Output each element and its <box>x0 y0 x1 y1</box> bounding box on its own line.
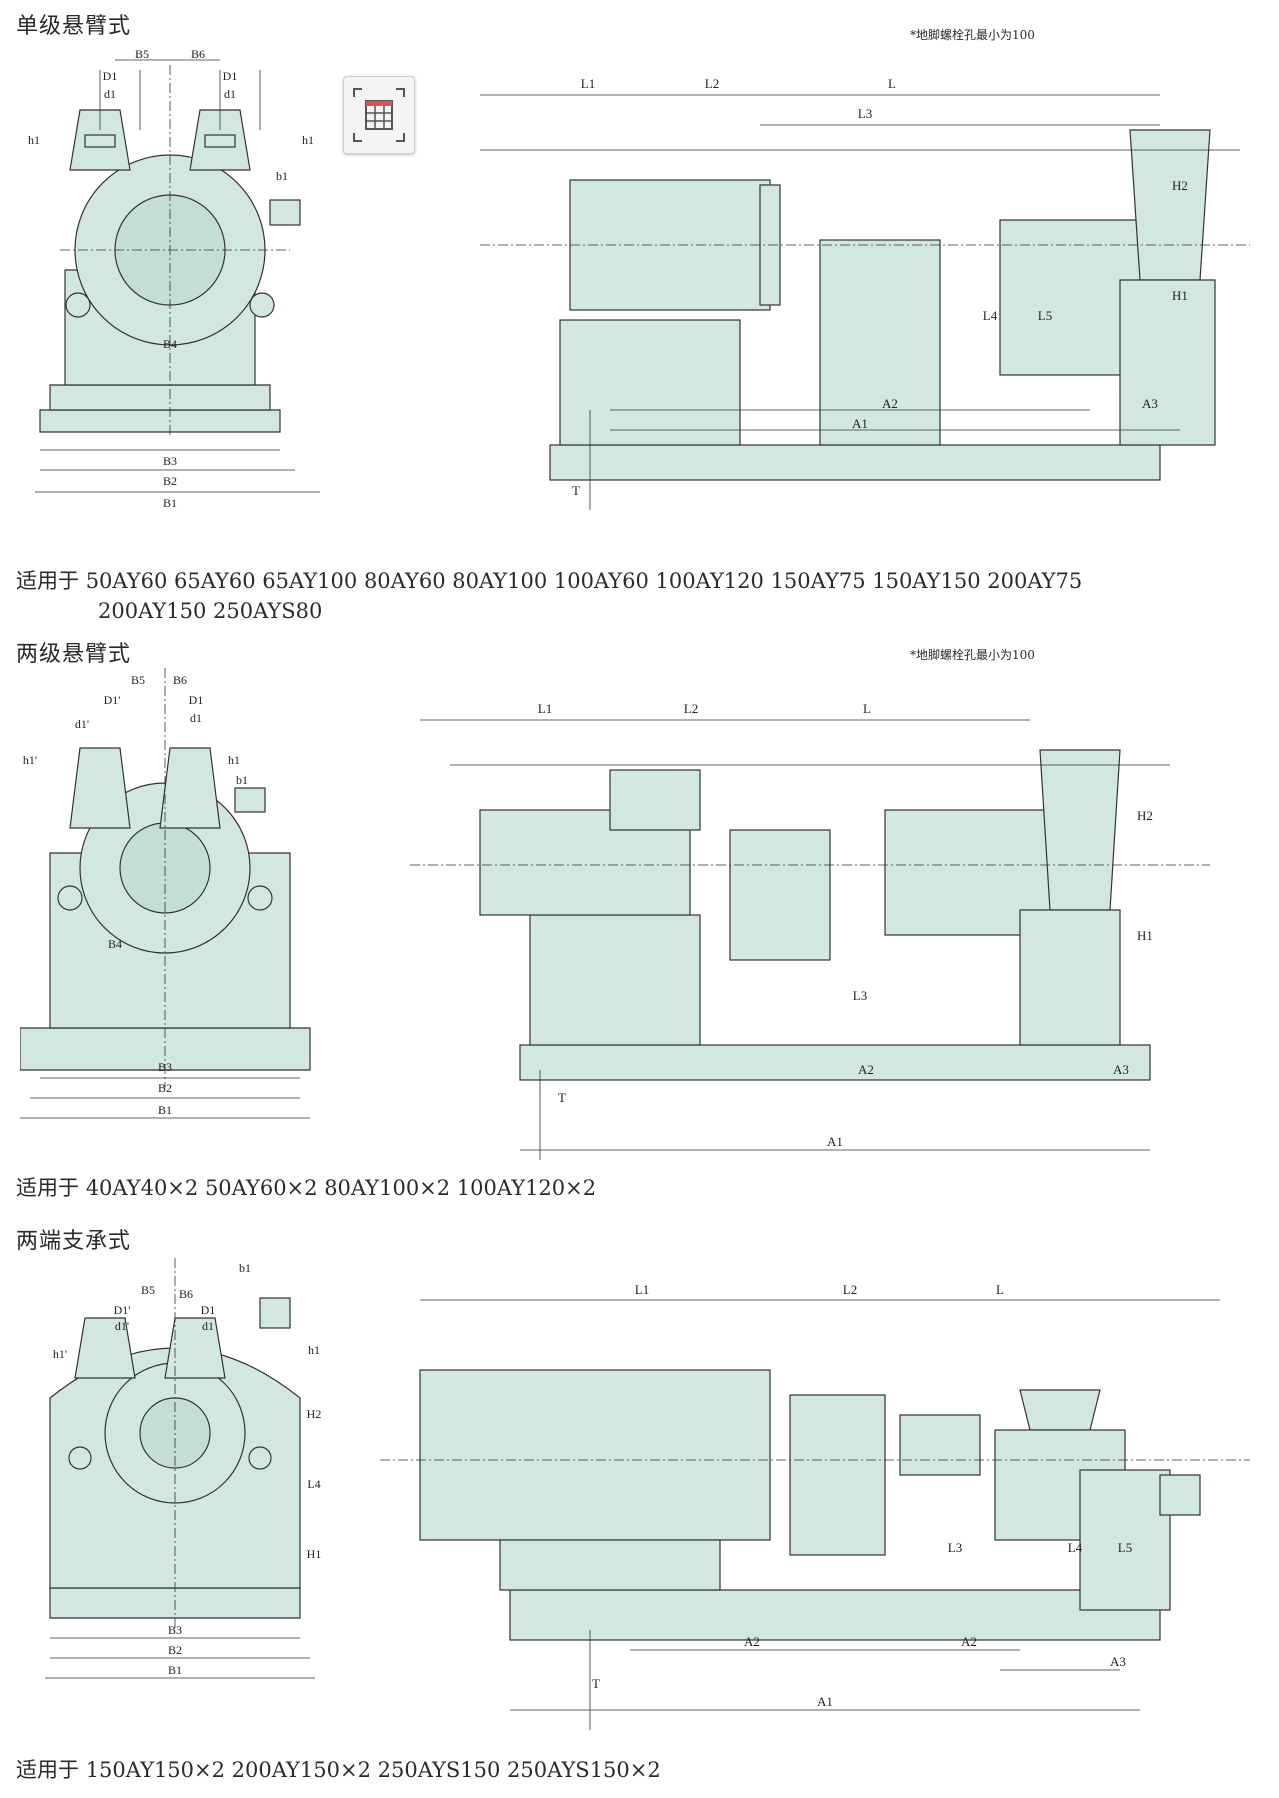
model-list-cont: 200AY150 250AYS80 <box>98 599 323 623</box>
bolt-hole-note: *地脚螺栓孔最小为100 <box>910 648 1035 662</box>
end-view-drawing-1: B5 B6 D1 D1 d1 d1 h1 h1 b1 B4 B3 B2 B1 <box>28 47 320 510</box>
dim-label: d1 <box>190 711 202 725</box>
dim-label: L5 <box>1038 308 1052 323</box>
dim-label: B3 <box>163 454 177 468</box>
apply-label: 适用于 <box>16 569 79 593</box>
dim-label: D1 <box>189 693 204 707</box>
dim-label: B2 <box>163 474 177 488</box>
dim-label: A3 <box>1142 396 1158 411</box>
dim-label: A3 <box>1113 1062 1129 1077</box>
dim-label: h1' <box>53 1347 67 1361</box>
dim-label: L3 <box>858 106 872 121</box>
dim-label: L <box>888 76 896 91</box>
dim-label: L2 <box>843 1282 857 1297</box>
dim-label: L2 <box>705 76 719 91</box>
dim-label: L4 <box>983 308 998 323</box>
dim-label: L4 <box>307 1477 320 1491</box>
dim-label: L3 <box>853 988 867 1003</box>
dim-label: B6 <box>191 47 205 61</box>
dim-label: L5 <box>1118 1540 1132 1555</box>
dim-label: h1 <box>28 133 40 147</box>
dim-label: H2 <box>1137 808 1153 823</box>
dim-label: B1 <box>163 496 177 510</box>
dim-label: A2 <box>882 396 898 411</box>
dim-label: B1 <box>168 1663 182 1677</box>
dim-label: A2 <box>858 1062 874 1077</box>
dim-label: h1 <box>302 133 314 147</box>
dim-label: B5 <box>131 673 145 687</box>
dim-label: D1 <box>223 69 238 83</box>
section-title: 两级悬臂式 <box>16 642 132 667</box>
applicable-models-3: 适用于 150AY150×2 200AY150×2 250AYS150 250A… <box>16 1755 661 1785</box>
dim-label: A3 <box>1110 1654 1126 1669</box>
dim-label: B4 <box>163 337 177 351</box>
table-extract-button[interactable] <box>343 76 415 154</box>
dim-label: D1 <box>201 1303 216 1317</box>
dim-label: L2 <box>684 701 698 716</box>
dim-label: B6 <box>179 1287 193 1301</box>
dim-label: H1 <box>1137 928 1153 943</box>
dim-label: T <box>592 1676 600 1691</box>
dim-label: d1 <box>202 1319 214 1333</box>
dim-label: b1 <box>276 169 288 183</box>
dim-label: H2 <box>1172 178 1188 193</box>
dim-label: B5 <box>135 47 149 61</box>
dim-label: H2 <box>307 1407 322 1421</box>
dim-label: L <box>996 1282 1004 1297</box>
dim-label: D1 <box>103 69 118 83</box>
dim-label: L1 <box>635 1282 649 1297</box>
dim-label: L1 <box>538 701 552 716</box>
dim-label: B2 <box>168 1643 182 1657</box>
apply-label: 适用于 <box>16 1176 79 1200</box>
dim-label: B2 <box>158 1081 172 1095</box>
dim-label: A2 <box>961 1634 977 1649</box>
dim-label: h1 <box>308 1343 320 1357</box>
side-view-drawing-1: L1 L2 L L3 h H h1 H0 H2 H1 L4 L5 A2 A3 A… <box>480 76 1250 510</box>
dim-label: A1 <box>827 1134 843 1149</box>
end-view-drawing-3: b1 B5 B6 D1' D1 d1' d1 h1' h1 H2 L4 H1 B… <box>45 1258 322 1679</box>
dim-label: h1' <box>23 753 37 767</box>
dim-label: H1 <box>1172 288 1188 303</box>
dim-label: B1 <box>158 1103 172 1117</box>
dim-label: b1 <box>239 1261 251 1275</box>
model-list: 50AY60 65AY60 65AY100 80AY60 80AY100 100… <box>85 569 1083 593</box>
model-list: 40AY40×2 50AY60×2 80AY100×2 100AY120×2 <box>85 1176 597 1200</box>
dim-label: B6 <box>173 673 187 687</box>
dim-label: d1 <box>104 87 116 101</box>
applicable-models-2: 适用于 40AY40×2 50AY60×2 80AY100×2 100AY120… <box>16 1173 596 1203</box>
bolt-hole-note: *地脚螺栓孔最小为100 <box>910 28 1035 42</box>
dim-label: A2 <box>744 1634 760 1649</box>
dim-label: L1 <box>581 76 595 91</box>
end-view-drawing-2: B5 B6 D1' D1 d1' d1 h1' h1 b1 B4 B3 B2 B… <box>20 668 311 1119</box>
dim-label: b1 <box>236 773 248 787</box>
dim-label: L <box>863 701 871 716</box>
dim-label: L3 <box>948 1540 962 1555</box>
dim-label: d1' <box>75 717 89 731</box>
dim-label: h1 <box>228 753 240 767</box>
dim-label: T <box>558 1090 566 1105</box>
dim-label: d1 <box>224 87 236 101</box>
dim-label: B4 <box>108 937 122 951</box>
apply-label: 适用于 <box>16 1758 79 1782</box>
table-icon <box>353 88 405 142</box>
model-list: 150AY150×2 200AY150×2 250AYS150 250AYS15… <box>85 1758 661 1782</box>
dim-label: D1' <box>104 693 121 707</box>
dim-label: D1' <box>114 1303 131 1317</box>
dim-label: B3 <box>158 1060 172 1074</box>
dim-label: A1 <box>852 416 868 431</box>
side-view-drawing-2: L1 L2 L h H h1 H0 H2 H1 L3 A2 A3 T A1 <box>410 701 1210 1160</box>
dim-label: L4 <box>1068 1540 1083 1555</box>
section-title: 两端支承式 <box>16 1229 132 1254</box>
dim-label: A1 <box>817 1694 833 1709</box>
dim-label: B5 <box>141 1283 155 1297</box>
dim-label: T <box>572 483 580 498</box>
dim-label: H1 <box>307 1547 322 1561</box>
dim-label: d1' <box>115 1319 129 1333</box>
side-view-drawing-3: L1 L2 L h H h1 H0 L3 L4 L5 A2 A2 A3 T A1 <box>380 1282 1250 1730</box>
dim-label: B3 <box>168 1623 182 1637</box>
applicable-models-1: 适用于 50AY60 65AY60 65AY100 80AY60 80AY100… <box>16 566 1082 626</box>
section-title: 单级悬臂式 <box>16 14 132 39</box>
